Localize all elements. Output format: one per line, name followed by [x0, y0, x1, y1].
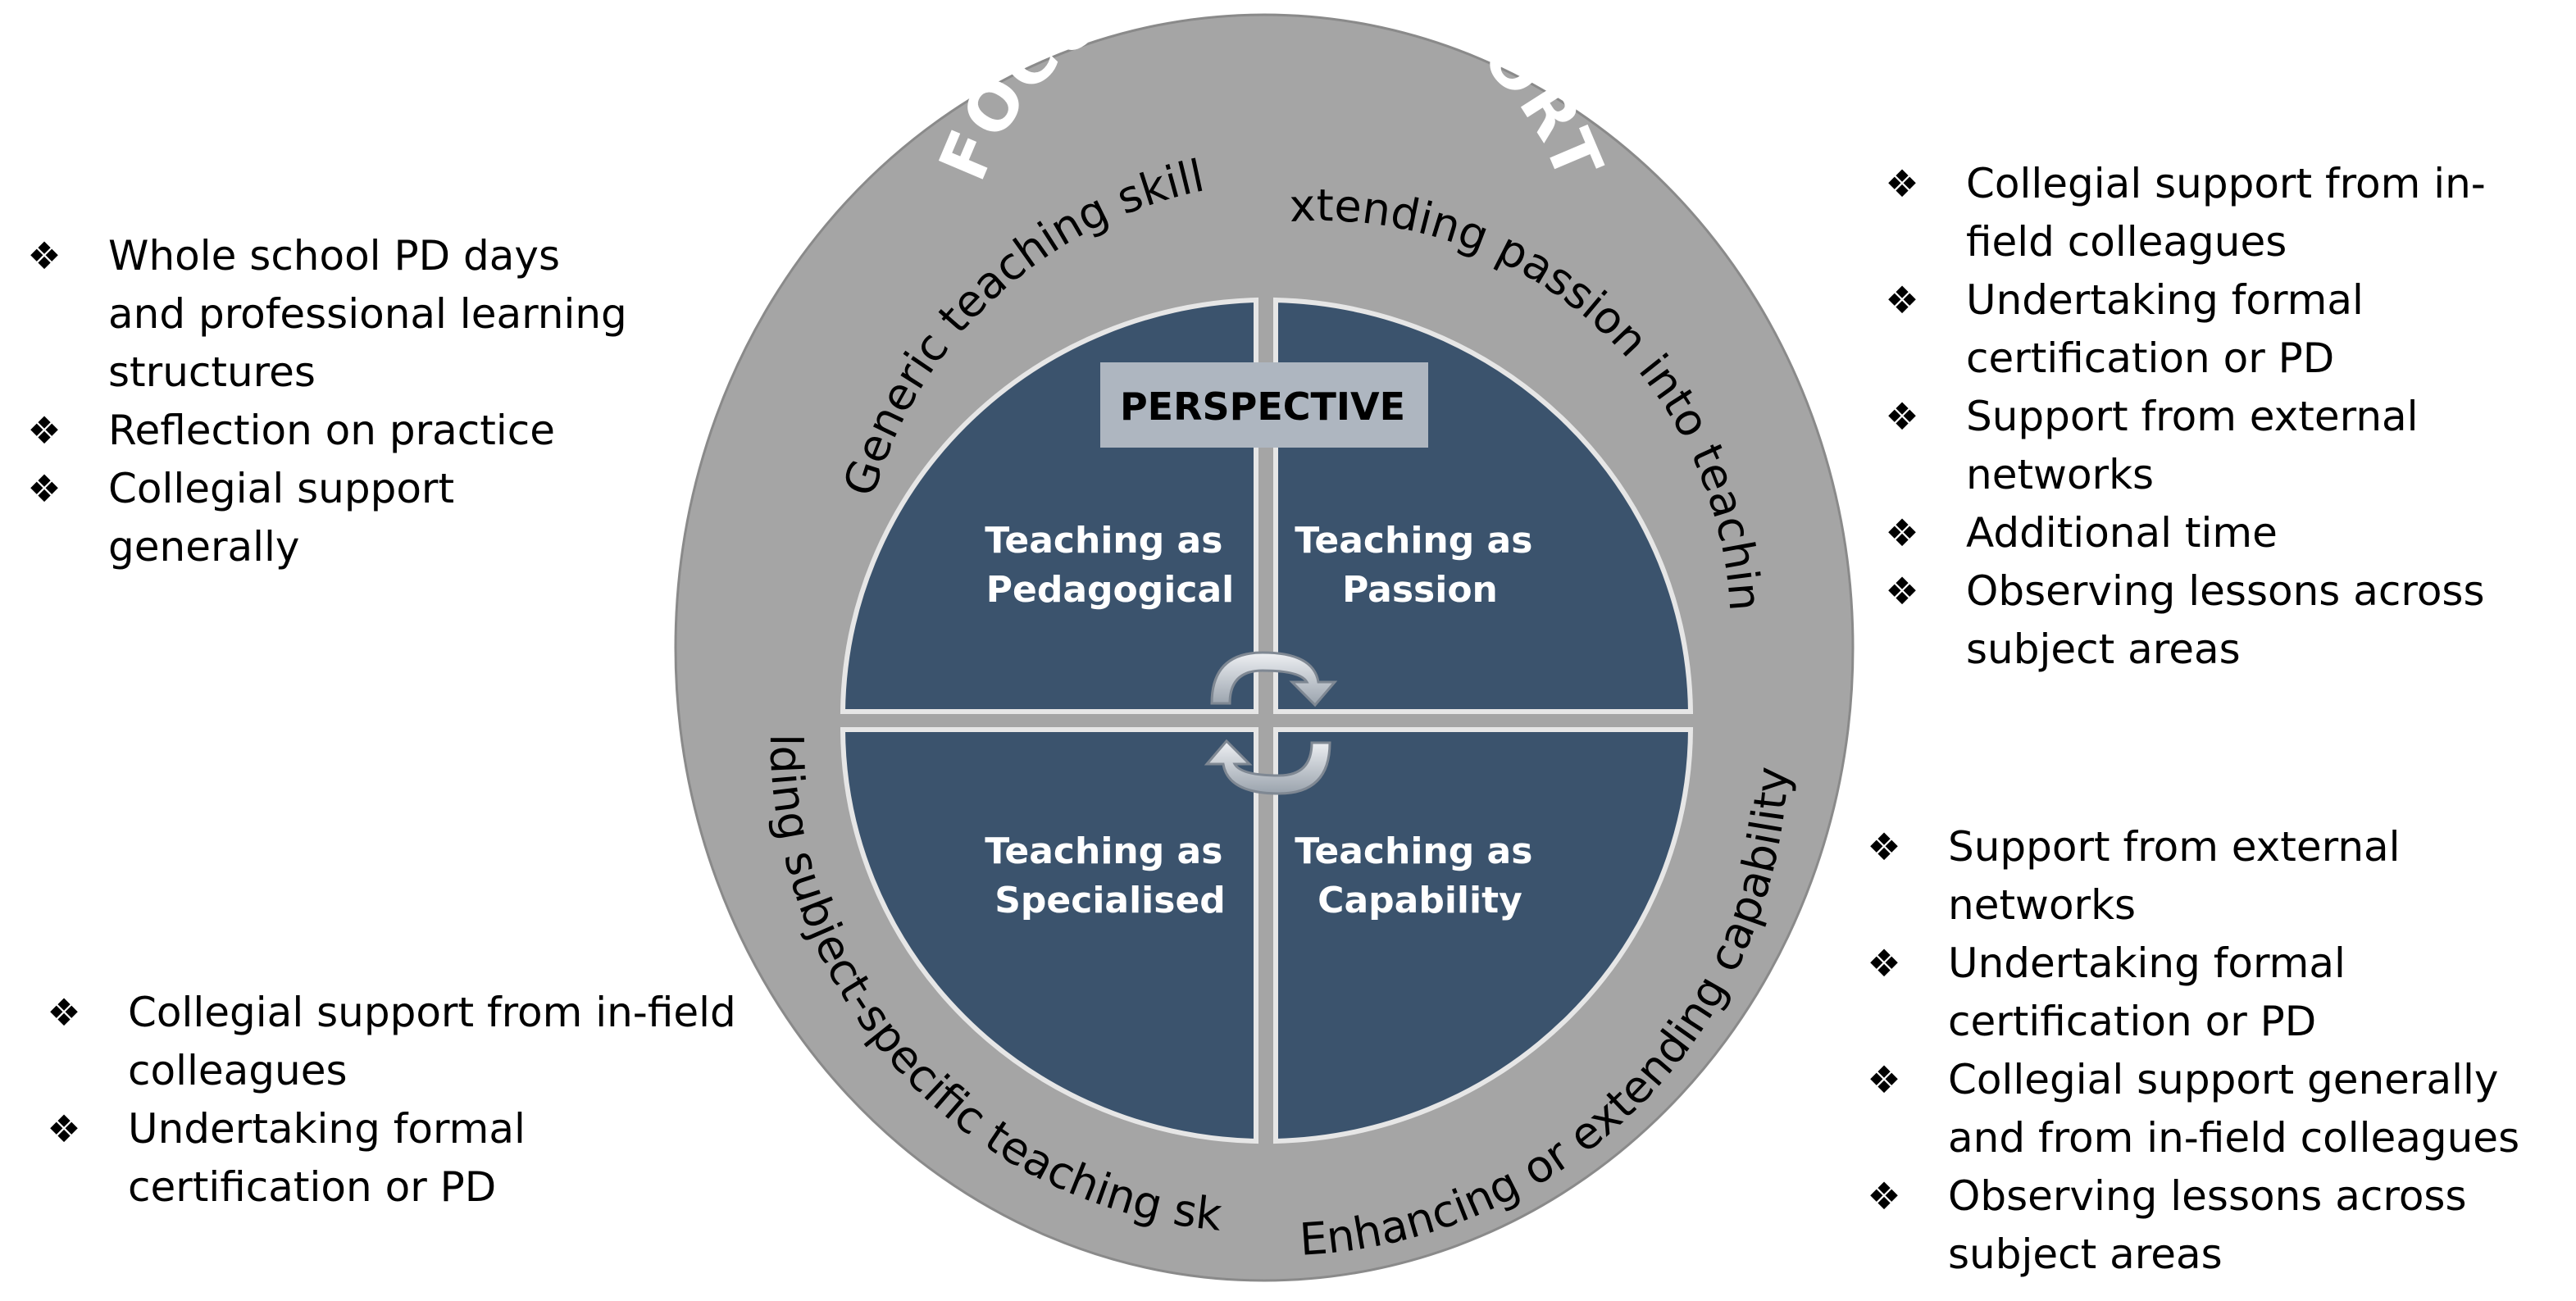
bullet-icon: ❖ — [27, 466, 61, 511]
bullet-icon: ❖ — [1885, 278, 1919, 322]
bullet-icon: ❖ — [47, 1107, 81, 1151]
list-item-text: Collegial support generally — [108, 465, 455, 571]
bullet-icon: ❖ — [1885, 161, 1919, 206]
list-item-text: Observing lessons across subject areas — [1966, 567, 2485, 673]
quadrant-specialised — [840, 727, 1258, 1144]
list-item: ❖ Whole school PD days and professional l… — [20, 227, 643, 402]
quadrant-capability — [1273, 727, 1694, 1144]
cycle-arrow-bottom-icon — [1204, 739, 1331, 795]
list-item: ❖ Undertaking formal certification or PD — [1859, 935, 2565, 1051]
bullet-icon: ❖ — [1867, 1058, 1901, 1102]
cycle-arrow-top-icon — [1210, 651, 1338, 707]
list-item: ❖ Collegial support from in-field colleag… — [1877, 155, 2533, 271]
list-item-text: Collegial support from in-field colleagu… — [1966, 160, 2486, 266]
list-item-text: Support from external networks — [1948, 823, 2401, 929]
list-item: ❖ Support from external networks — [1859, 818, 2565, 935]
bullet-icon: ❖ — [27, 234, 61, 278]
support-list-generic-teaching: ❖ Whole school PD days and professional l… — [20, 227, 643, 576]
bullet-icon: ❖ — [47, 990, 81, 1035]
list-item: ❖ Support from external networks — [1877, 388, 2533, 504]
quadrant-label-capability: Teaching as Capability — [1295, 830, 1545, 921]
bullet-icon: ❖ — [1867, 941, 1901, 985]
quadrant-label-passion: Teaching as Passion — [1295, 520, 1545, 611]
list-item-text: Collegial support generally and from in-… — [1948, 1056, 2520, 1162]
bullet-icon: ❖ — [1867, 825, 1901, 869]
list-item-text: Additional time — [1966, 509, 2278, 557]
list-item: ❖ Undertaking formal certification or PD — [39, 1100, 744, 1217]
bullet-icon: ❖ — [1867, 1174, 1901, 1218]
list-item: ❖ Observing lessons across subject areas — [1859, 1167, 2565, 1284]
support-list-enhancing-capability: ❖ Support from external networks ❖ Undertak… — [1859, 818, 2565, 1284]
list-item-text: Collegial support from in-field colleagu… — [128, 989, 736, 1094]
list-item: ❖ Observing lessons across subject areas — [1877, 562, 2533, 679]
list-item-text: Reflection on practice — [108, 407, 556, 454]
list-item-text: Observing lessons across subject areas — [1948, 1172, 2467, 1278]
support-list-extending-passion: ❖ Collegial support from in-field colleag… — [1877, 155, 2533, 679]
bullet-icon: ❖ — [1885, 511, 1919, 555]
list-item: ❖ Additional time — [1877, 504, 2533, 562]
list-item-text: Undertaking formal certification or PD — [128, 1105, 526, 1211]
bullet-icon: ❖ — [1885, 394, 1919, 439]
list-item: ❖ Collegial support generally — [20, 460, 643, 576]
support-list-subject-specific: ❖ Collegial support from in-field colleag… — [39, 984, 744, 1217]
list-item-text: Whole school PD days and professional le… — [108, 232, 627, 396]
list-item-text: Support from external networks — [1966, 393, 2419, 498]
list-item: ❖ Collegial support from in-field colleag… — [39, 984, 744, 1100]
list-item: ❖ Collegial support generally and from in… — [1859, 1051, 2565, 1167]
bullet-icon: ❖ — [27, 408, 61, 453]
list-item-text: Undertaking formal certification or PD — [1966, 276, 2364, 382]
quadrant-label-pedagogical: Teaching as Pedagogical — [985, 520, 1236, 611]
perspective-label: PERSPECTIVE — [1120, 384, 1405, 429]
quadrant-label-specialised: Teaching as Specialised — [985, 830, 1236, 921]
list-item: ❖ Undertaking formal certification or PD — [1877, 271, 2533, 388]
perspective-box — [1100, 362, 1428, 448]
bullet-icon: ❖ — [1885, 569, 1919, 613]
list-item-text: Undertaking formal certification or PD — [1948, 939, 2346, 1045]
list-item: ❖ Reflection on practice — [20, 402, 643, 460]
